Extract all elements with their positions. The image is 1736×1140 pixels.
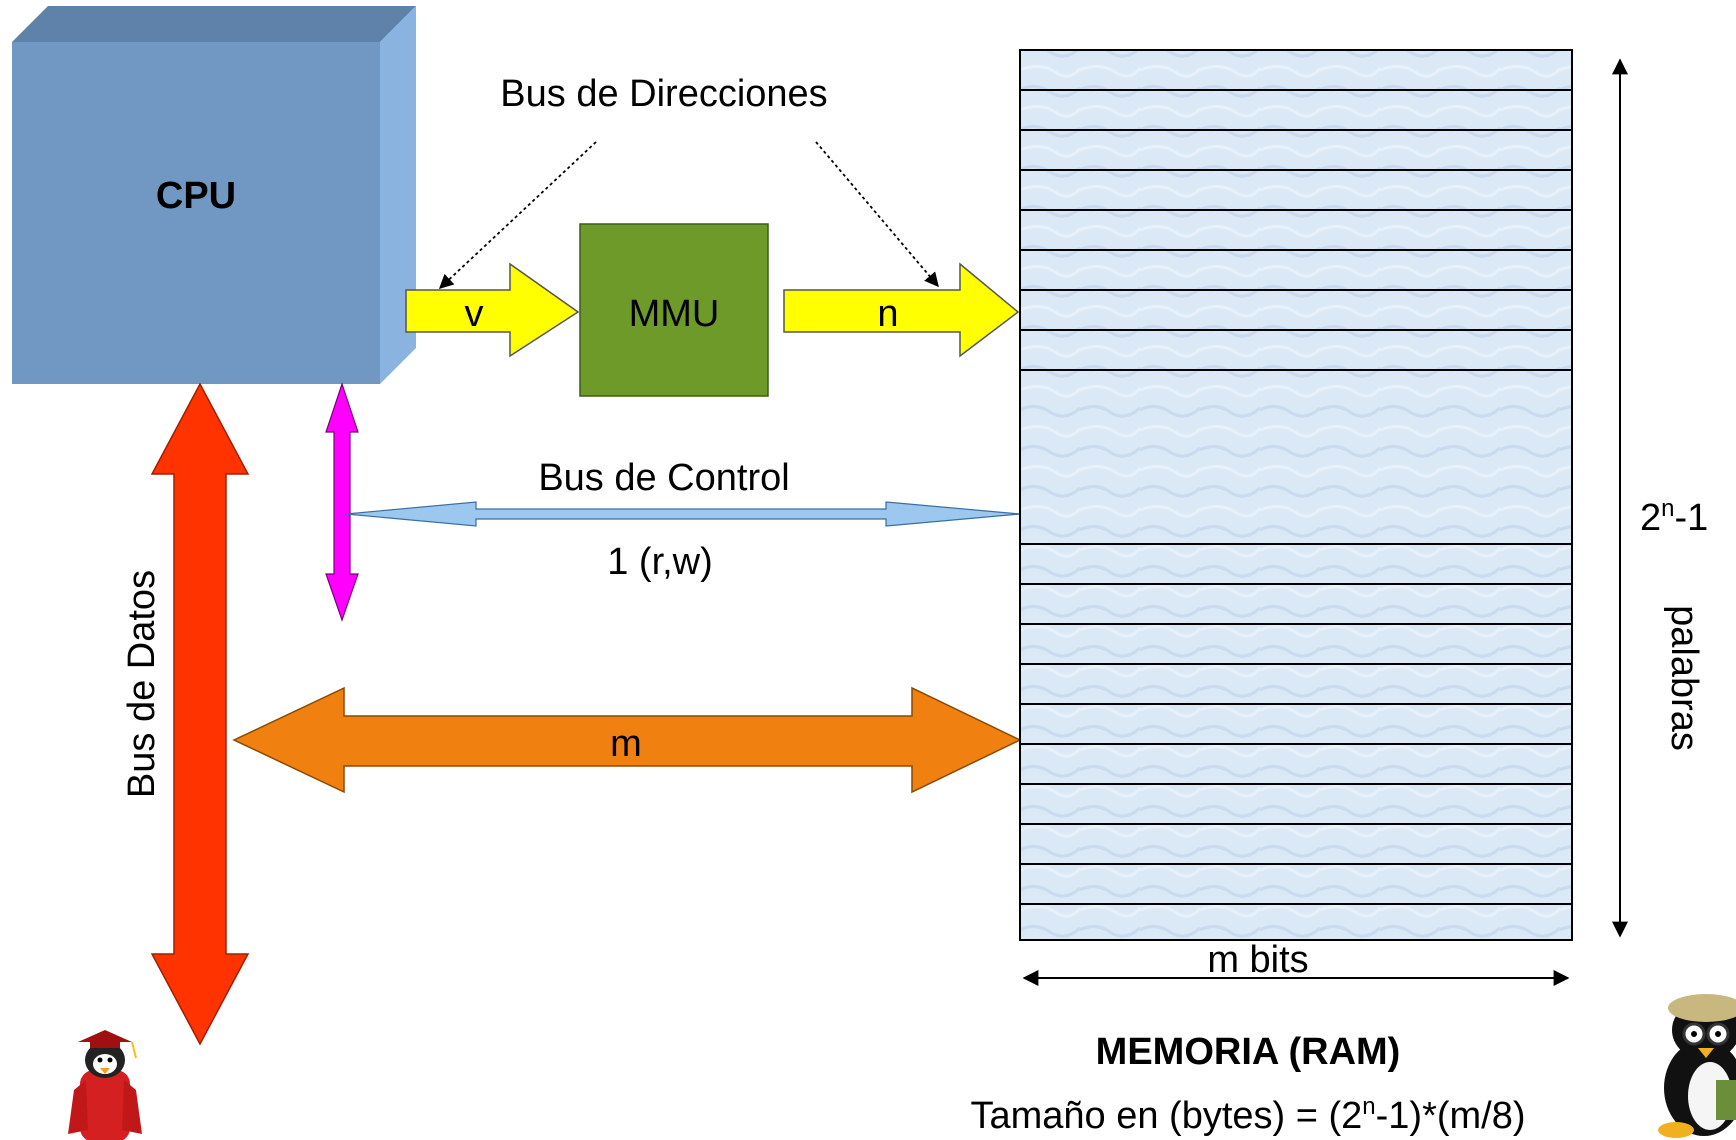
data-bus-width-label: m (610, 723, 642, 765)
memory-width-label: m bits (1207, 939, 1308, 981)
memory-word-count-tail: -1 (1675, 497, 1709, 539)
memory-block (1019, 49, 1573, 941)
memory-title: MEMORIA (RAM) (1096, 1031, 1401, 1073)
memory-size-formula-exp: n (1362, 1093, 1375, 1120)
memory-border (1019, 49, 1573, 941)
memory-size-formula-prefix: Tamaño en (bytes) = (2 (970, 1095, 1362, 1137)
cpu-block: CPU (12, 6, 416, 384)
memory-size-formula: Tamaño en (bytes) = (2n-1)*(m/8) (970, 1093, 1525, 1137)
data-bus-vertical-arrow (150, 382, 250, 1046)
memory-size-formula-suffix: -1)*(m/8) (1376, 1095, 1526, 1137)
virtual-address-label: v (465, 293, 484, 335)
memory-background (1020, 50, 1572, 940)
control-bus-width-label: 1 (r,w) (607, 541, 713, 583)
cpu-front-face (12, 42, 380, 384)
control-bus-title: Bus de Control (538, 457, 789, 499)
memory-word-count-base: 2 (1640, 497, 1661, 539)
virtual-address-arrow (405, 262, 580, 358)
control-bus-vertical-arrow (325, 382, 359, 622)
address-bus-pointer-right (815, 141, 939, 288)
mmu-label: MMU (629, 293, 720, 335)
data-bus-title: Bus de Datos (121, 570, 163, 798)
address-bus-title: Bus de Direcciones (500, 73, 827, 115)
control-bus-horizontal-arrow (345, 501, 1021, 527)
memory-word-lines (1020, 89, 1572, 905)
memory-word-count-exp: n (1661, 495, 1674, 522)
memory-words-label: palabras (1663, 605, 1705, 751)
cpu-top-face (12, 6, 416, 42)
memory-word-count: 2n-1 (1640, 495, 1708, 539)
physical-address-label: n (877, 293, 898, 335)
physical-address-arrow (783, 262, 1020, 358)
address-bus-pointer-left (438, 141, 597, 289)
cpu-label: CPU (156, 175, 236, 217)
explorer-penguin-icon (1658, 994, 1736, 1138)
mmu-block (579, 223, 769, 397)
graduate-penguin-icon (68, 1030, 142, 1140)
